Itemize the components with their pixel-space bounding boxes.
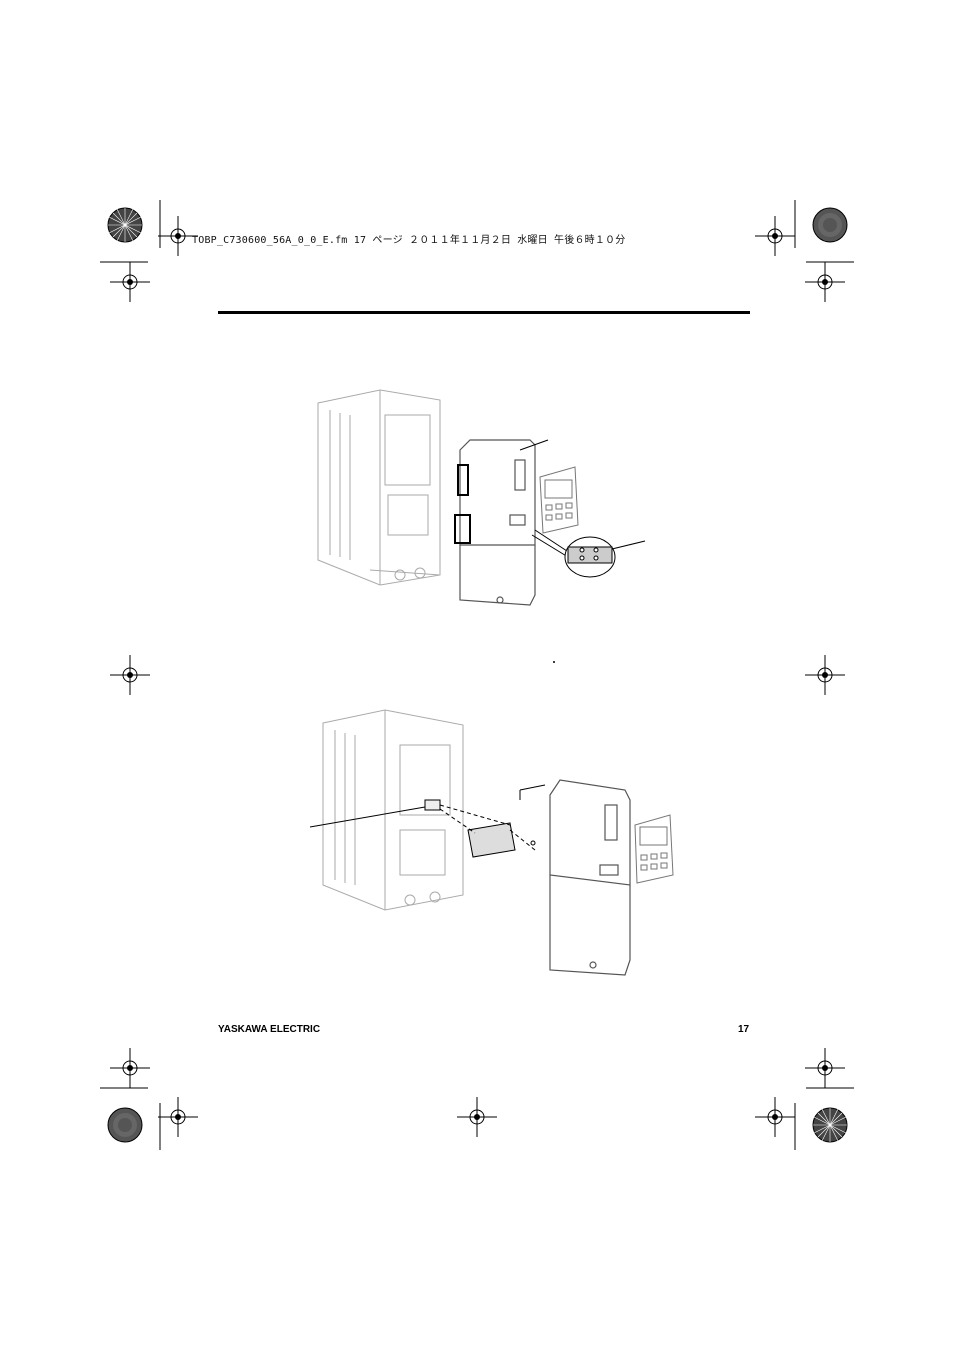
crosshair-mark-mid-left xyxy=(110,655,150,695)
crosshair-mark-bottom-4 xyxy=(457,1097,497,1137)
registration-mark-bottom-left-circle xyxy=(105,1105,145,1145)
option-card-installation-figure xyxy=(309,709,674,976)
header-rule xyxy=(218,311,750,314)
crosshair-mark-top-4 xyxy=(805,262,845,302)
registration-mark-top-left-circle xyxy=(105,205,145,245)
registration-mark-bottom-right-circle xyxy=(810,1105,850,1145)
crosshair-mark-top-3 xyxy=(755,216,795,256)
crosshair-mark-top-1 xyxy=(158,216,198,256)
footer-company: YASKAWA ELECTRIC xyxy=(218,1024,321,1035)
drive-front-cover-removed-figure xyxy=(317,389,646,606)
registration-mark-top-right-circle xyxy=(810,205,850,245)
crosshair-mark-mid-right xyxy=(805,655,845,695)
crosshair-mark-bottom-2 xyxy=(805,1048,845,1088)
crosshair-mark-bottom-3 xyxy=(158,1097,198,1137)
crosshair-mark-bottom-1 xyxy=(110,1048,150,1088)
footer-page-number: 17 xyxy=(738,1024,750,1035)
crosshair-mark-bottom-5 xyxy=(755,1097,795,1137)
crosshair-mark-top-2 xyxy=(110,262,150,302)
small-dot xyxy=(553,661,555,663)
print-file-info: TOBP_C730600_56A_0_0_E.fm 17 ページ ２０１１年１１… xyxy=(192,235,626,246)
